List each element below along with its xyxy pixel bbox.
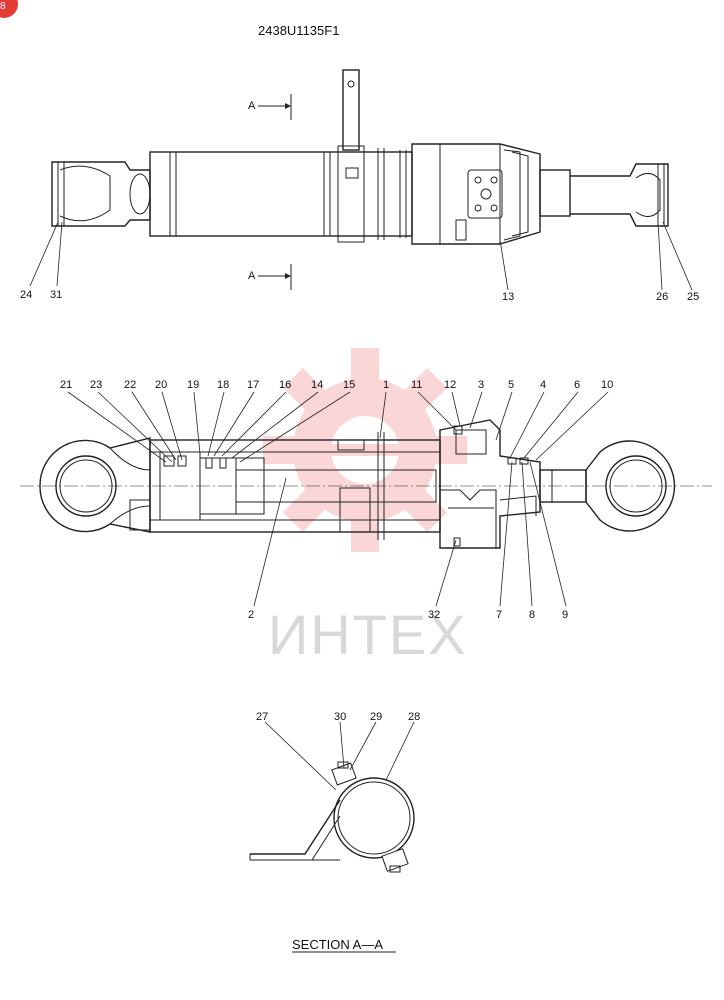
label-9: 9: [562, 609, 568, 621]
watermark-logo: [263, 348, 467, 552]
label-10: 10: [601, 379, 613, 391]
label-12: 12: [444, 379, 456, 391]
section-mark-top: A: [248, 100, 256, 112]
label-30: 30: [334, 711, 346, 723]
label-4: 4: [540, 379, 546, 391]
label-26: 26: [656, 291, 668, 303]
watermark-text: ИНТЕХ: [268, 603, 468, 666]
label-19: 19: [187, 379, 199, 391]
label-25: 25: [687, 291, 699, 303]
label-11: 11: [411, 379, 422, 391]
label-16: 16: [279, 379, 291, 391]
label-17: 17: [247, 379, 259, 391]
section-view: [20, 419, 712, 549]
corner-badge: 8: [0, 0, 18, 18]
label-3: 3: [478, 379, 484, 391]
section-aa-detail: 27 30 29 28: [249, 711, 420, 873]
label-6: 6: [574, 379, 580, 391]
label-7: 7: [496, 609, 502, 621]
label-24: 24: [20, 289, 32, 301]
label-18: 18: [217, 379, 229, 391]
label-5: 5: [508, 379, 514, 391]
label-14: 14: [311, 379, 323, 391]
label-20: 20: [155, 379, 167, 391]
top-view: A A: [51, 69, 669, 290]
label-2: 2: [248, 609, 254, 621]
section-view-labels-upper: 21 23 22 20 19 18 17 16 14 15 1 11 12 3 …: [60, 379, 613, 391]
label-8: 8: [529, 609, 535, 621]
label-29: 29: [370, 711, 382, 723]
label-21: 21: [60, 379, 72, 391]
label-15: 15: [343, 379, 355, 391]
corner-badge-text: 8: [0, 1, 6, 12]
label-32: 32: [428, 609, 440, 621]
label-22: 22: [124, 379, 136, 391]
section-title: SECTION A—A: [292, 937, 383, 952]
label-31: 31: [50, 289, 62, 301]
drawing-number: 2438U1135F1: [258, 23, 339, 38]
label-1: 1: [383, 379, 389, 391]
section-view-leaders: [67, 391, 609, 607]
label-23: 23: [90, 379, 102, 391]
label-28: 28: [408, 711, 420, 723]
label-13: 13: [502, 291, 514, 303]
section-view-labels-lower: 2 32 7 8 9: [248, 609, 568, 621]
label-27: 27: [256, 711, 268, 723]
section-mark-bottom: A: [248, 270, 256, 282]
top-view-labels: 24 31 13 26 25: [20, 221, 699, 303]
